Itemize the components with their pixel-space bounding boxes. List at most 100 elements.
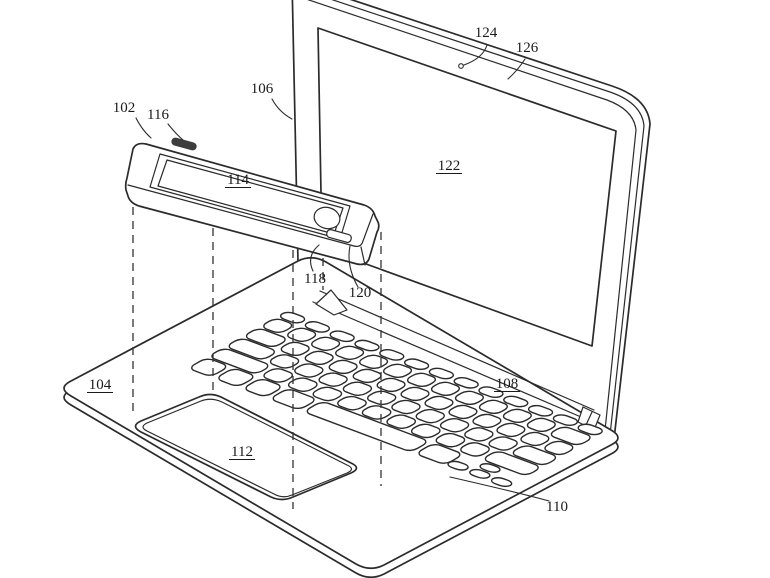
ref-label-120: 120 (349, 285, 372, 301)
phone-right-cap-line (360, 246, 366, 266)
laptop-lid (291, 0, 651, 449)
keyboard-key (269, 388, 317, 410)
ref-label-112: 112 (231, 444, 253, 460)
keyboard-key (445, 404, 480, 420)
keyboard-key (291, 362, 327, 379)
ref-label-122: 122 (438, 158, 461, 174)
ref-label-116: 116 (147, 107, 169, 123)
keyboard-key (284, 327, 319, 343)
keyboard-key (445, 460, 471, 472)
keyboard-key (260, 367, 296, 384)
leader-lines (135, 44, 550, 502)
keyboard-key (451, 376, 481, 389)
keyboard-key (364, 390, 400, 407)
phone-top-face-near-edge (127, 184, 374, 248)
dock-ridge-front-edge (312, 301, 589, 421)
ref-label-104: 104 (89, 377, 112, 393)
leader-124-hook (458, 63, 464, 69)
dock-ridge (312, 289, 601, 431)
trackpad (134, 393, 358, 501)
keyboard-key (408, 423, 444, 440)
keyboard-key (388, 399, 424, 416)
keyboard-key (550, 413, 580, 426)
keyboard-key (277, 311, 307, 324)
lid-edge-inner-line (331, 0, 645, 445)
keyboard-key (278, 341, 313, 357)
leader-120 (348, 245, 359, 288)
phone-home-button (313, 206, 341, 230)
keyboard-key (476, 385, 506, 398)
keyboard-key (309, 386, 345, 403)
keyboard-key (334, 395, 370, 412)
leader-126 (507, 58, 526, 80)
keyboard-key (332, 345, 367, 361)
keyboard (188, 311, 605, 488)
keyboard-key (352, 339, 382, 352)
keyboard-key (308, 336, 343, 352)
projection-lines (132, 207, 382, 509)
ref-label-108: 108 (496, 376, 519, 392)
keyboard-key (404, 372, 439, 388)
keyboard-key (457, 441, 493, 458)
keyboard-key (303, 401, 429, 452)
keyboard-key (548, 426, 594, 446)
keyboard-key (260, 318, 295, 334)
keyboard-key (412, 408, 448, 425)
keyboard-key (517, 431, 552, 447)
ref-label-118: 118 (304, 271, 326, 287)
display-screen (317, 27, 617, 347)
keyboard-key (373, 377, 408, 393)
phone-speaker-slot (171, 137, 197, 151)
keyboard-key (426, 367, 456, 380)
keyboard-key (215, 368, 256, 387)
keyboard-key (477, 462, 503, 473)
keyboard-key (467, 468, 493, 480)
leader-124 (463, 44, 488, 66)
keyboard-key (524, 417, 559, 433)
keyboard-key (432, 432, 468, 449)
ref-label-114: 114 (227, 172, 249, 188)
keyboard-key (208, 348, 271, 375)
keyboard-key (501, 395, 531, 408)
keyboard-key (225, 338, 278, 361)
dock-ridge-left-wedge (315, 289, 348, 316)
keyboard-key (482, 450, 542, 476)
keyboard-key (302, 350, 337, 366)
keyboard-key (510, 444, 560, 466)
keyboard-key (469, 413, 504, 429)
keyboard-key (415, 443, 463, 465)
keyboard-key (380, 363, 415, 379)
keyboard-key (437, 417, 473, 434)
keyboard-key (302, 320, 332, 333)
ref-label-110: 110 (546, 499, 568, 515)
ref-label-126: 126 (516, 40, 539, 56)
keyboard-key (243, 328, 289, 348)
trackpad-outline (134, 393, 358, 501)
dock-ridge-right-wedge-line (585, 411, 593, 426)
phone-connector (326, 229, 352, 243)
keyboard-key (489, 476, 515, 488)
leader-116 (167, 123, 184, 141)
keyboard-key (359, 404, 395, 421)
keyboard-key (421, 395, 456, 411)
keyboard-key (401, 357, 431, 370)
dock-ridge-top-edge (319, 290, 595, 411)
lid-bezel-line (307, 0, 637, 441)
phone (124, 137, 380, 266)
keyboard-key (327, 329, 357, 342)
keyboard-key (541, 440, 576, 456)
keyboard-key (242, 378, 283, 397)
leader-102 (135, 117, 152, 139)
trackpad-inner-line (142, 398, 353, 498)
keyboard-key (383, 413, 419, 430)
keyboard-key (428, 381, 463, 397)
keyboard-key (485, 435, 521, 452)
reference-labels: 102 116 106 124 126 122 114 118 120 104 … (87, 25, 568, 515)
keyboard-key (493, 422, 528, 438)
keyboard-key (500, 408, 535, 424)
keyboard-key (340, 380, 376, 397)
keyboard-key (267, 353, 303, 370)
keyboard-key (575, 423, 605, 436)
keyboard-key (397, 386, 432, 402)
